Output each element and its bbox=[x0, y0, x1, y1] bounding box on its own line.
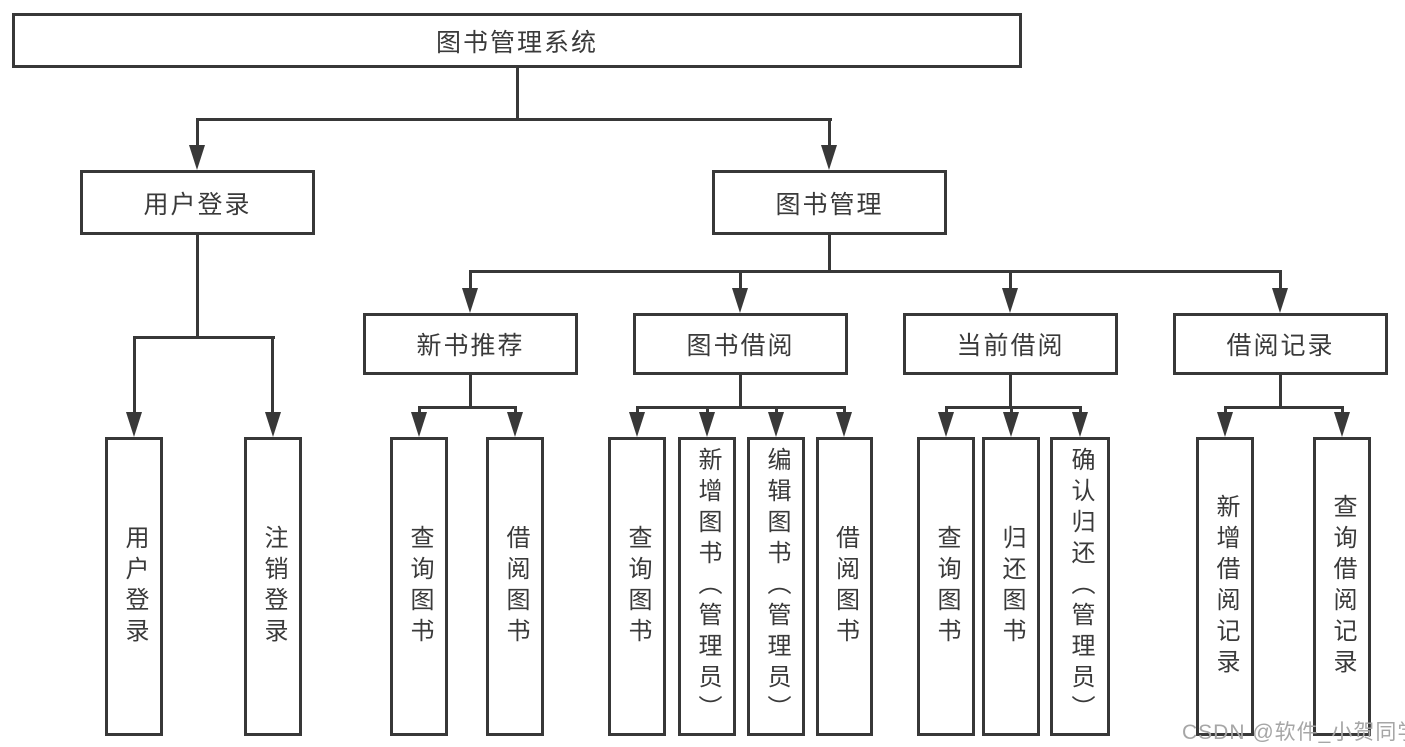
node-book-borrowing: 图书借阅 bbox=[633, 313, 848, 375]
connector-line bbox=[516, 68, 519, 121]
csdn-watermark: CSDN @软件_小贺同学 bbox=[1182, 721, 1405, 744]
connector-line bbox=[1009, 375, 1012, 409]
node-leaf-query-borrow-record: 查询借阅记录 bbox=[1313, 437, 1371, 736]
node-label: 确认归还（管理员） bbox=[1067, 447, 1094, 726]
connector-line bbox=[1279, 270, 1282, 290]
connector-line bbox=[1224, 406, 1344, 409]
node-leaf-confirm-return-admin: 确认归还（管理员） bbox=[1050, 437, 1110, 736]
connector-line bbox=[469, 375, 472, 409]
connector-line bbox=[133, 336, 275, 339]
connector-arrowhead bbox=[629, 412, 645, 437]
node-label: 借阅图书 bbox=[502, 524, 529, 649]
connector-arrowhead bbox=[265, 412, 281, 437]
node-book-management: 图书管理 bbox=[712, 170, 947, 235]
connector-arrowhead bbox=[1217, 412, 1233, 437]
node-leaf-query-books-borrowing: 查询图书 bbox=[608, 437, 666, 736]
connector-line bbox=[196, 118, 832, 121]
node-label: 新增图书（管理员） bbox=[694, 447, 721, 726]
connector-line bbox=[469, 270, 472, 290]
connector-line bbox=[1224, 406, 1227, 414]
connector-line bbox=[706, 406, 709, 414]
connector-line bbox=[271, 336, 274, 414]
connector-line bbox=[945, 406, 1082, 409]
connector-arrowhead bbox=[1334, 412, 1350, 437]
node-leaf-user-login: 用户登录 bbox=[105, 437, 163, 736]
node-label: 图书管理系统 bbox=[435, 28, 598, 57]
connector-line bbox=[775, 406, 778, 414]
node-label: 用户登录 bbox=[121, 524, 148, 649]
node-leaf-add-borrow-record: 新增借阅记录 bbox=[1196, 437, 1254, 736]
connector-line bbox=[843, 406, 846, 414]
connector-arrowhead bbox=[507, 412, 523, 437]
connector-arrowhead bbox=[732, 288, 748, 313]
node-leaf-query-books-recommend: 查询图书 bbox=[390, 437, 448, 736]
node-label: 注销登录 bbox=[260, 524, 287, 649]
node-label: 查询图书 bbox=[624, 524, 651, 649]
node-leaf-borrow-books-borrowing: 借阅图书 bbox=[816, 437, 873, 736]
node-label: 查询借阅记录 bbox=[1329, 493, 1356, 680]
node-label: 查询图书 bbox=[406, 524, 433, 649]
node-borrowing-records: 借阅记录 bbox=[1173, 313, 1388, 375]
connector-arrowhead bbox=[821, 145, 837, 170]
node-label: 查询图书 bbox=[933, 524, 960, 649]
connector-line bbox=[196, 118, 199, 148]
node-leaf-query-books-current: 查询图书 bbox=[917, 437, 975, 736]
connector-arrowhead bbox=[1072, 412, 1088, 437]
node-new-book-recommendation: 新书推荐 bbox=[363, 313, 578, 375]
connector-line bbox=[828, 235, 831, 273]
connector-line bbox=[828, 118, 831, 148]
connector-arrowhead bbox=[836, 412, 852, 437]
connector-arrowhead bbox=[189, 145, 205, 170]
connector-line bbox=[636, 406, 846, 409]
node-library-system: 图书管理系统 bbox=[12, 13, 1022, 68]
connector-line bbox=[514, 406, 517, 414]
connector-line bbox=[196, 235, 199, 339]
node-leaf-borrow-books-recommend: 借阅图书 bbox=[486, 437, 544, 736]
node-leaf-return-books: 归还图书 bbox=[982, 437, 1040, 736]
node-label: 新书推荐 bbox=[416, 332, 525, 360]
connector-arrowhead bbox=[1003, 412, 1019, 437]
connector-line bbox=[1010, 406, 1013, 414]
connector-line bbox=[1279, 375, 1282, 409]
connector-line bbox=[739, 270, 742, 290]
connector-line bbox=[1009, 270, 1012, 290]
connector-line bbox=[945, 406, 948, 414]
connector-line bbox=[469, 270, 1282, 273]
connector-line bbox=[739, 375, 742, 409]
connector-line bbox=[418, 406, 421, 414]
connector-arrowhead bbox=[699, 412, 715, 437]
node-label: 当前借阅 bbox=[956, 332, 1065, 360]
node-leaf-add-books-admin: 新增图书（管理员） bbox=[678, 437, 736, 736]
connector-arrowhead bbox=[768, 412, 784, 437]
node-label: 图书管理 bbox=[775, 190, 884, 219]
node-label: 借阅记录 bbox=[1226, 332, 1335, 360]
node-label: 图书借阅 bbox=[686, 332, 795, 360]
node-label: 借阅图书 bbox=[831, 524, 859, 649]
connector-arrowhead bbox=[1002, 288, 1018, 313]
node-current-borrowing: 当前借阅 bbox=[903, 313, 1118, 375]
node-label: 编辑图书（管理员） bbox=[763, 447, 790, 726]
node-label: 用户登录 bbox=[143, 190, 252, 219]
connector-arrowhead bbox=[411, 412, 427, 437]
node-label: 新增借阅记录 bbox=[1212, 493, 1239, 680]
node-label: 归还图书 bbox=[998, 524, 1025, 649]
node-user-login: 用户登录 bbox=[80, 170, 315, 235]
connector-line bbox=[133, 336, 136, 414]
connector-line bbox=[1079, 406, 1082, 414]
connector-arrowhead bbox=[462, 288, 478, 313]
connector-line bbox=[418, 406, 517, 409]
connector-arrowhead bbox=[126, 412, 142, 437]
node-leaf-logout: 注销登录 bbox=[244, 437, 302, 736]
connector-arrowhead bbox=[938, 412, 954, 437]
node-leaf-edit-books-admin: 编辑图书（管理员） bbox=[747, 437, 805, 736]
connector-line bbox=[636, 406, 639, 414]
connector-arrowhead bbox=[1272, 288, 1288, 313]
connector-line bbox=[1341, 406, 1344, 414]
